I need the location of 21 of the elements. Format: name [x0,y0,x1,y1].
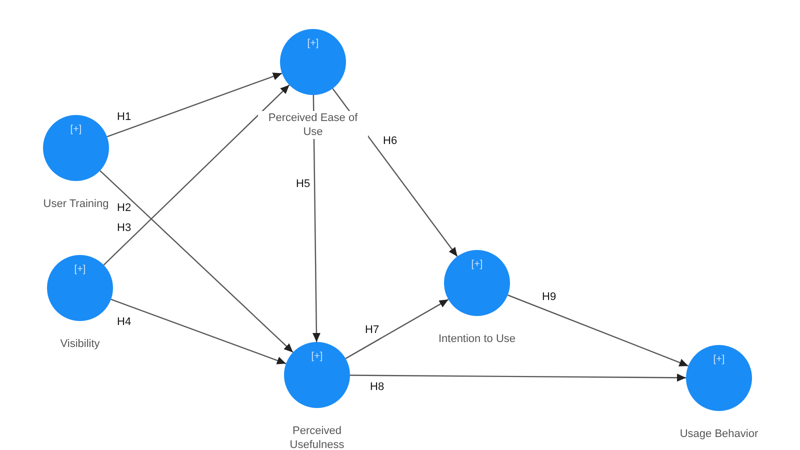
construct-label: Perceived Ease of Use [258,111,368,139]
construct-label: Usage Behavior [678,427,760,441]
arrow [345,298,449,360]
edge-label: H8 [369,382,386,393]
construct-label: User Training [41,197,111,211]
edge-label: H2 [116,203,132,214]
arrow [106,72,282,138]
edge-label: H5 [295,179,312,190]
arrow [508,294,688,366]
edge-label: H7 [364,325,380,336]
edge-label: H9 [541,292,558,303]
arrow [312,94,320,342]
arrow [350,374,686,382]
edge-label: H3 [116,223,132,234]
edge-label: H1 [116,112,132,123]
construct-label: Visibility [58,337,102,351]
arrow [100,170,294,353]
edge-label: H6 [382,136,398,147]
arrow [103,84,290,266]
edge-label: H4 [116,317,132,328]
arrow [110,298,286,364]
